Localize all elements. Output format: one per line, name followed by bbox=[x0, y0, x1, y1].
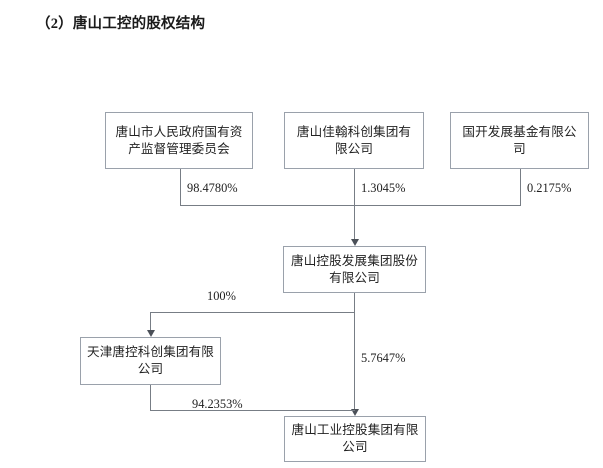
connector-into-tianjin-tangkong bbox=[150, 312, 151, 330]
org-node-label: 天津唐控科创集团有限公司 bbox=[87, 345, 214, 376]
connector-sasac-to-holding bbox=[180, 169, 181, 206]
org-node-cdb-fund: 国开发展基金有限公司 bbox=[450, 112, 589, 169]
org-node-label: 唐山市人民政府国有资产监督管理委员会 bbox=[115, 124, 243, 156]
connector-holding-to-industrial bbox=[354, 293, 355, 409]
org-node-label: 唐山控股发展集团股份有限公司 bbox=[291, 253, 418, 285]
org-node-label: 国开发展基金有限公司 bbox=[462, 124, 577, 156]
edge-percent-cdbfund-holding: 0.2175% bbox=[527, 181, 572, 195]
org-node-tangshan-holding: 唐山控股发展集团股份有限公司 bbox=[283, 246, 426, 293]
edge-percent-sasac-holding: 98.4780% bbox=[187, 181, 238, 195]
org-node-tianjin-tangkong: 天津唐控科创集团有限公司 bbox=[80, 337, 221, 385]
arrowhead-into-tianjin-tangkong bbox=[147, 330, 155, 337]
connector-cdbfund-to-holding bbox=[520, 169, 521, 206]
connector-tianjin-down-stem bbox=[150, 385, 151, 410]
org-node-label: 唐山工业控股集团有限公司 bbox=[291, 423, 419, 454]
arrowhead-into-holding bbox=[351, 239, 359, 246]
arrowhead-into-industrial-from-holding bbox=[351, 409, 359, 416]
connector-tianjin-to-industrial-horizontal bbox=[150, 410, 355, 411]
edge-percent-jiahan-holding: 1.3045% bbox=[361, 181, 406, 195]
connector-merged-drop-to-holding bbox=[354, 205, 355, 239]
connector-junction-bar-top bbox=[180, 205, 521, 206]
connector-holding-to-tianjin-horizontal bbox=[150, 312, 355, 313]
org-node-jiahan: 唐山佳翰科创集团有限公司 bbox=[284, 112, 424, 169]
edge-percent-holding-tianjin: 100% bbox=[207, 289, 236, 303]
edge-percent-holding-industrial: 5.7647% bbox=[361, 351, 406, 365]
org-node-label: 唐山佳翰科创集团有限公司 bbox=[296, 124, 412, 156]
connector-jiahan-to-holding bbox=[354, 169, 355, 206]
org-node-sasac: 唐山市人民政府国有资产监督管理委员会 bbox=[105, 112, 253, 169]
page-title: （2）唐山工控的股权结构 bbox=[36, 16, 206, 32]
org-node-tangshan-industrial: 唐山工业控股集团有限公司 bbox=[284, 416, 426, 462]
edge-percent-tianjin-industrial: 94.2353% bbox=[192, 397, 243, 411]
